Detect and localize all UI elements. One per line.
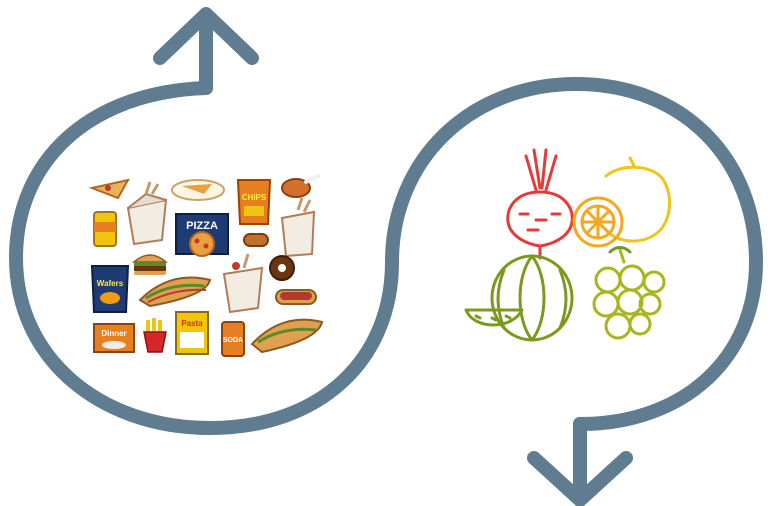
pasta-box-icon: Pasta <box>175 311 209 355</box>
left-cycle-arrow <box>9 7 399 435</box>
takeout-box-icon <box>280 197 316 258</box>
lemon-icon <box>604 156 671 243</box>
pizza-box-label: PIZZA <box>186 220 218 232</box>
soup-can-icon <box>93 211 117 247</box>
junk-food-collage-icon: CHIPS PIZZA <box>88 174 324 357</box>
plate-icon <box>171 179 225 201</box>
up-arrowhead-icon <box>153 7 259 65</box>
right-cycle-arrow <box>385 77 763 506</box>
chicken-leg-icon <box>281 174 320 198</box>
pizza-box-icon: PIZZA <box>175 213 229 257</box>
fruits-vegetables-icon <box>464 148 671 342</box>
grapes-icon <box>592 246 666 340</box>
chips-bag-icon: CHIPS <box>236 179 272 225</box>
nugget-icon <box>243 233 269 247</box>
donut-icon <box>269 255 295 281</box>
sandwich-icon <box>250 318 324 354</box>
french-fries-icon <box>143 318 167 353</box>
burger-icon <box>132 254 168 275</box>
soda-label: SODA <box>223 337 243 344</box>
beet-icon <box>506 148 574 260</box>
down-arrowhead-icon <box>527 451 633 506</box>
takeout-box-icon <box>126 181 168 246</box>
sandwich-icon <box>138 276 212 308</box>
hotdog-icon <box>275 289 317 305</box>
wafers-label: Wafers <box>97 279 124 288</box>
watermelon-icon <box>464 254 574 342</box>
chips-label: CHIPS <box>242 193 267 202</box>
pasta-label: Pasta <box>181 319 203 328</box>
orange-slice-icon <box>572 196 624 248</box>
dinner-label: Dinner <box>101 329 126 338</box>
snack-bag-icon: Wafers <box>90 265 130 313</box>
dinner-box-icon: Dinner <box>93 323 135 353</box>
pizza-slice-icon <box>88 178 130 200</box>
soda-can-icon: SODA <box>221 321 245 357</box>
takeout-box-icon <box>222 253 264 314</box>
